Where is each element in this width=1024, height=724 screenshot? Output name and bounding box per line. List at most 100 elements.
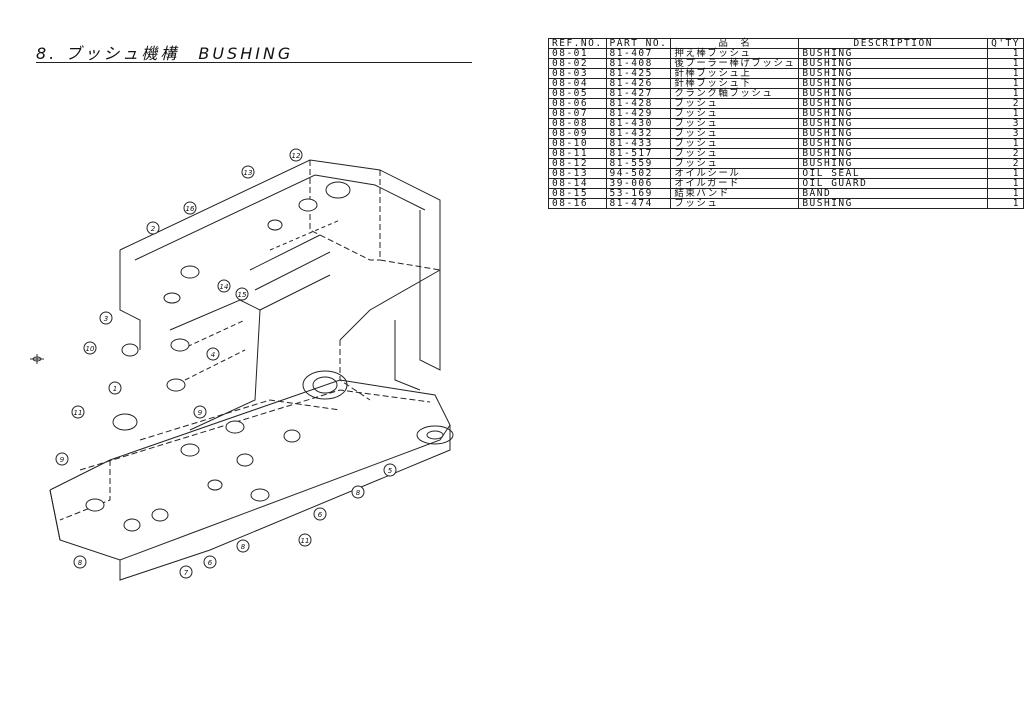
cell-qty: 1: [987, 168, 1024, 179]
cell-ref: 08-15: [548, 188, 607, 199]
cell-ref: 08-16: [548, 198, 607, 209]
callout-2: 2: [146, 221, 160, 235]
callout-circle: [146, 221, 160, 235]
cell-description: BUSHING: [798, 158, 989, 169]
cell-description: BUSHING: [798, 48, 989, 59]
cell-part-no: 81-407: [605, 48, 672, 59]
cell-ref: 08-11: [548, 148, 607, 159]
callout-label: 15: [238, 291, 247, 299]
callout-label: 7: [184, 569, 189, 577]
callout-circle: [241, 165, 255, 179]
callout-circle: [55, 452, 69, 466]
bushing-parts: [85, 181, 351, 532]
callout-circle: [235, 287, 249, 301]
callout-label: 5: [388, 467, 393, 475]
callout-8: 8: [236, 539, 250, 553]
callout-label: 8: [356, 489, 361, 497]
header-part-no: PART NO.: [605, 38, 672, 49]
callout-circle: [108, 381, 122, 395]
cell-name: ブッシュ: [670, 128, 800, 139]
cell-qty: 3: [987, 118, 1024, 129]
cell-part-no: 81-559: [605, 158, 672, 169]
header-name: 品 名: [670, 38, 800, 49]
cell-qty: 1: [987, 68, 1024, 79]
cell-ref: 08-06: [548, 98, 607, 109]
cell-part-no: 81-425: [605, 68, 672, 79]
callout-label: 10: [86, 345, 95, 353]
cell-qty: 1: [987, 188, 1024, 199]
cell-ref: 08-03: [548, 68, 607, 79]
callout-label: 1: [113, 385, 117, 393]
callout-11: 11: [298, 533, 312, 547]
cell-qty: 3: [987, 128, 1024, 139]
callout-circle: [383, 463, 397, 477]
cell-name: 針棒ブッシュ上: [670, 68, 800, 79]
callout-label: 8: [241, 543, 246, 551]
machine-frame: [49, 159, 454, 581]
cell-name: オイルガード: [670, 178, 800, 189]
cell-name: ブッシュ: [670, 148, 800, 159]
cell-part-no: 39-006: [605, 178, 672, 189]
cell-description: BUSHING: [798, 118, 989, 129]
registration-mark-icon: [30, 354, 44, 364]
callout-10: 10: [83, 341, 97, 355]
callout-label: 16: [186, 205, 195, 213]
callout-label: 9: [198, 409, 203, 417]
cell-description: BUSHING: [798, 138, 989, 149]
callout-label: 13: [244, 169, 253, 177]
callout-14: 14: [217, 279, 231, 293]
callout-5: 5: [383, 463, 397, 477]
cell-name: クランク軸ブッシュ: [670, 88, 800, 99]
cell-ref: 08-08: [548, 118, 607, 129]
parts-table: REF.NO. PART NO. 品 名 DESCRIPTION Q'TY 08…: [548, 38, 1024, 209]
callout-label: 4: [211, 351, 215, 359]
callout-8: 8: [351, 485, 365, 499]
callout-circle: [206, 347, 220, 361]
cell-part-no: 81-432: [605, 128, 672, 139]
cell-ref: 08-02: [548, 58, 607, 69]
cell-ref: 08-05: [548, 88, 607, 99]
callout-circle: [203, 555, 217, 569]
cell-ref: 08-12: [548, 158, 607, 169]
callout-circle: [99, 311, 113, 325]
page-title: 8. ブッシュ機構 BUSHING: [36, 44, 294, 63]
parts-table-header: REF.NO. PART NO. 品 名 DESCRIPTION Q'TY: [548, 38, 1024, 49]
cell-qty: 2: [987, 148, 1024, 159]
title-rule: [36, 62, 472, 63]
cell-part-no: 81-430: [605, 118, 672, 129]
cell-qty: 1: [987, 108, 1024, 119]
callout-circle: [236, 539, 250, 553]
callout-6: 6: [313, 507, 327, 521]
callout-16: 16: [183, 201, 197, 215]
cell-qty: 1: [987, 78, 1024, 89]
cell-description: BUSHING: [798, 128, 989, 139]
callout-13: 13: [241, 165, 255, 179]
cell-name: ブッシュ: [670, 98, 800, 109]
cell-qty: 2: [987, 98, 1024, 109]
cell-part-no: 53-169: [605, 188, 672, 199]
callout-circle: [313, 507, 327, 521]
callout-3: 3: [99, 311, 113, 325]
callout-label: 8: [78, 559, 83, 567]
cell-description: OIL GUARD: [798, 178, 989, 189]
cell-description: BUSHING: [798, 148, 989, 159]
cell-name: 針棒ブッシュ下: [670, 78, 800, 89]
callout-label: 9: [60, 456, 65, 464]
cell-ref: 08-13: [548, 168, 607, 179]
cell-part-no: 94-502: [605, 168, 672, 179]
cell-part-no: 81-429: [605, 108, 672, 119]
cell-part-no: 81-408: [605, 58, 672, 69]
callout-7: 7: [179, 565, 193, 579]
